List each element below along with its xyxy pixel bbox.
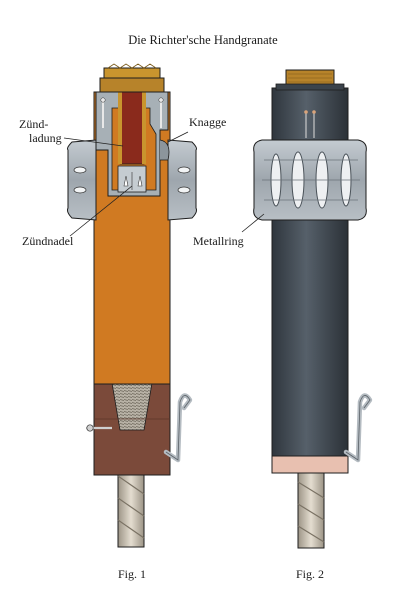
label-zuendnadel: Zündnadel bbox=[22, 234, 74, 248]
leader-zuendladung bbox=[63, 137, 124, 147]
caption-fig2: Fig. 2 bbox=[296, 567, 324, 581]
fig2-rope bbox=[297, 469, 325, 549]
fig2-brass-cap bbox=[275, 69, 345, 91]
fig1-pin-wires bbox=[100, 97, 164, 128]
label-knagge: Knagge bbox=[189, 115, 226, 129]
fig2-metal-ring bbox=[253, 139, 367, 221]
fig1-cross-section bbox=[67, 63, 197, 548]
label-metallring: Metallring bbox=[193, 234, 244, 248]
fig1-screw bbox=[86, 424, 112, 432]
fig1-firing-pin bbox=[117, 165, 147, 193]
fig2-handle-band bbox=[271, 454, 349, 474]
label-group: Zünd- ladung Knagge Zündnadel Metallring bbox=[19, 115, 265, 248]
diagram-title: Die Richter'sche Handgranate bbox=[128, 33, 278, 47]
leader-knagge bbox=[167, 131, 189, 143]
fig2-pin-wires bbox=[304, 110, 316, 138]
caption-fig1: Fig. 1 bbox=[118, 567, 146, 581]
fig2-exterior bbox=[253, 69, 373, 549]
label-zuend-line1: Zünd- bbox=[19, 117, 48, 131]
fig1-brass-cap bbox=[99, 63, 165, 93]
label-zuend-line2: ladung bbox=[29, 131, 62, 145]
leader-zuendnadel bbox=[69, 185, 133, 237]
fig1-igniter-charge bbox=[119, 91, 145, 165]
fig1-metal-ring bbox=[67, 139, 197, 221]
leader-metallring bbox=[241, 213, 265, 233]
